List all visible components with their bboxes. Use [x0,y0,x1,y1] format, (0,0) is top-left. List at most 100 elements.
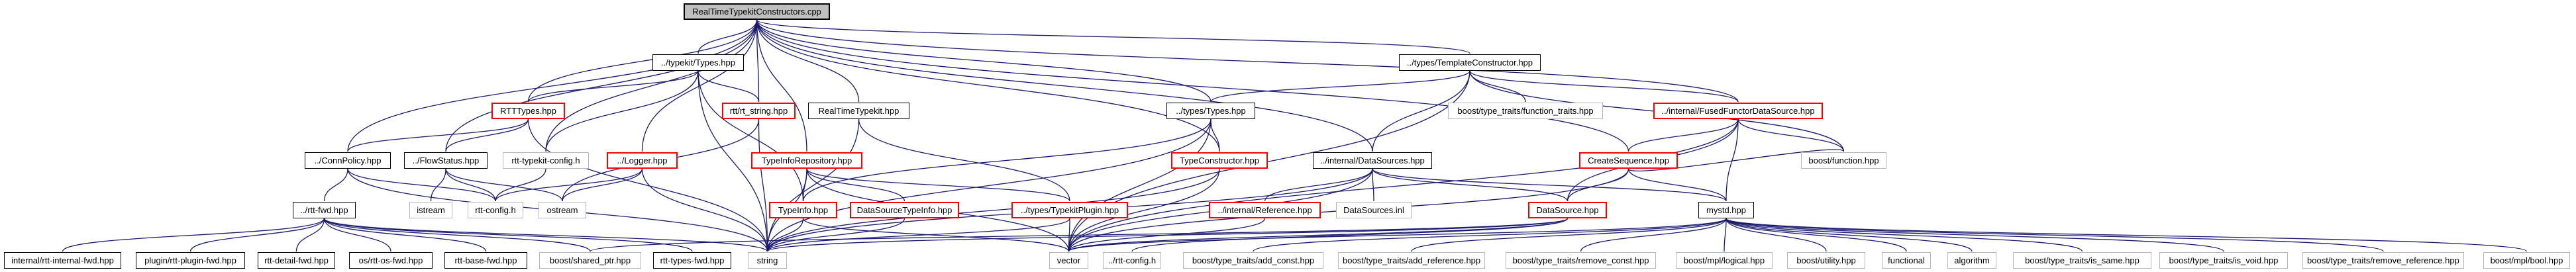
graph-node-dataSources[interactable]: ../internal/DataSources.hpp [1313,152,1432,169]
graph-node-internalFwd[interactable]: internal/rtt-internal-fwd.hpp [4,252,121,269]
include-edge-dataSource-string [766,218,1569,252]
graph-node-dataSource[interactable]: DataSource.hpp [1528,202,1607,218]
include-edge-typeConstructor-string [766,168,1220,252]
include-edge-typekitTypes-typeInfo [697,70,804,202]
include-edge-mystd-algorithm [1726,218,1973,252]
graph-node-reference[interactable]: ../internal/Reference.hpp [1209,202,1321,218]
graph-node-logger[interactable]: ../Logger.hpp [607,152,678,169]
include-edge-flowStatus-rttConfig [445,168,496,202]
include-edge-rttTypes-connPolicy [347,118,529,152]
graph-node-baseFwd[interactable]: rtt-base-fwd.hpp [444,252,527,269]
graph-node-typekitTypes[interactable]: ../typekit/Types.hpp [652,54,744,71]
include-edge-typesTypes-typeConstructor [1210,118,1220,152]
include-edge-root-createSequence [756,19,1629,152]
graph-node-ostream: ostream [539,202,586,218]
include-edge-realTimeTypekit-typekitPlugin [858,118,1070,202]
graph-node-rttConfigDots: ../rtt-config.h [1103,252,1161,269]
include-edge-mystd-removeReference [1726,218,2384,252]
graph-node-templateConstructor[interactable]: ../types/TemplateConstructor.hpp [1399,54,1541,71]
graph-node-typekitPlugin[interactable]: ../types/TypekitPlugin.hpp [1011,202,1128,218]
graph-node-isVoid: boost/type_traits/is_void.hpp [2159,252,2288,269]
graph-node-connPolicy[interactable]: ../ConnPolicy.hpp [305,152,391,169]
include-edge-templateConstructor-fusedFunctor [1469,70,1739,103]
graph-node-typesTypes[interactable]: ../types/Types.hpp [1166,103,1255,119]
graph-node-osFwd[interactable]: os/rtt-os-fwd.hpp [349,252,433,269]
graph-node-fusedFunctor[interactable]: ../internal/FusedFunctorDataSource.hpp [1653,103,1823,119]
include-edge-fusedFunctor-boostFunction [1737,118,1845,152]
include-edge-root-typekitTypes [697,19,758,54]
include-edge-rttFwd-detailFwd [295,218,325,252]
include-edge-rttTypes-flowStatus [445,118,529,152]
graph-node-mplLogical: boost/mpl/logical.hpp [1676,252,1773,269]
graph-node-istream: istream [409,202,452,218]
include-edge-mystd-vector [1068,218,1727,252]
graph-node-sharedPtr: boost/shared_ptr.hpp [539,252,641,269]
graph-node-flowStatus[interactable]: ../FlowStatus.hpp [404,152,488,169]
include-edge-root-rttTypes [527,19,758,103]
graph-node-vector: vector [1049,252,1088,269]
include-edge-logger-string [641,168,768,252]
include-edge-typeInfo-string [766,218,804,252]
include-edge-connPolicy-rttFwd [323,168,348,202]
graph-node-detailFwd[interactable]: rtt-detail-fwd.hpp [258,252,335,269]
include-edge-dataSourceTypeInfo-string [766,218,905,252]
include-edge-root-typeInfoRepository [756,19,807,152]
include-edge-rttFwd-pluginFwd [189,218,325,252]
include-edge-root-dataSources [756,19,1373,152]
include-edge-typeConstructor-vector [1068,168,1220,252]
graph-node-dataSourcesInl: DataSources.inl [1336,202,1412,218]
include-edge-root-flowStatus [445,19,758,152]
graph-node-mystd[interactable]: mystd.hpp [1698,202,1754,218]
graph-node-realTimeTypekit[interactable]: RealTimeTypekit.hpp [808,103,909,119]
include-edge-logger-rttConfig [495,168,643,202]
include-edge-rttFwd-osFwd [323,218,391,252]
include-edge-logger-ostream [562,168,643,202]
graph-node-typeConstructor[interactable]: TypeConstructor.hpp [1171,152,1268,169]
include-edge-fusedFunctor-vector [1068,118,1739,252]
include-edge-root-logger [641,19,758,152]
include-edge-fusedFunctor-mystd [1726,118,1739,202]
include-edge-mystd-addConst [1253,218,1727,252]
include-edge-templateConstructor-typesTypes [1210,70,1470,103]
graph-node-rttTypekitConfig: rtt-typekit-config.h [503,152,589,169]
graph-node-rttConfig: rtt-config.h [468,202,523,218]
graph-node-pluginFwd[interactable]: plugin/rtt-plugin-fwd.hpp [136,252,245,269]
graph-node-string: string [748,252,787,269]
graph-node-rttTypes[interactable]: RTTTypes.hpp [491,103,565,119]
graph-node-functional: functional [1882,252,1931,269]
include-edge-connPolicy-rttConfig [347,168,496,202]
include-edge-dataSources-dataSourcesInl [1372,168,1374,202]
include-edge-mystd-addReference [1411,218,1727,252]
include-edge-typekitTypes-rttTypes [527,70,699,103]
include-edge-mystd-isSame [1726,218,2083,252]
include-edge-root-fusedFunctor [756,19,1739,103]
include-edge-dataSources-mystd [1372,168,1727,202]
include-edge-fusedFunctor-createSequence [1627,118,1739,152]
include-edge-rttFwd-baseFwd [323,218,487,252]
graph-node-rttFwd[interactable]: ../rtt-fwd.hpp [293,202,356,218]
graph-node-boostFunction: boost/function.hpp [1801,152,1886,169]
graph-node-dataSourceTypeInfo[interactable]: DataSourceTypeInfo.hpp [850,202,959,218]
graph-node-root[interactable]: RealTimeTypekitConstructors.cpp [684,3,830,20]
include-edge-mystd-removeConst [1580,218,1727,252]
include-edges [62,19,2528,252]
include-edge-root-templateConstructor [756,19,1470,54]
graph-node-createSequence[interactable]: CreateSequence.hpp [1579,152,1678,169]
graph-node-typeInfoRepository[interactable]: TypeInfoRepository.hpp [751,152,862,169]
include-edge-root-typeConstructor [756,19,1220,152]
include-edge-typeInfo-vector [802,218,1070,252]
graph-node-typesFwd[interactable]: rtt-types-fwd.hpp [653,252,731,269]
include-edge-typesTypes-typeInfo [802,118,1211,202]
include-edge-typeInfoRepository-dataSourceTypeInfo [806,168,905,202]
include-edge-rttTypekitConfig-rttConfig [495,168,546,202]
graph-node-addReference: boost/type_traits/add_reference.hpp [1338,252,1486,269]
include-edge-mystd-mplBool [1726,218,2528,252]
include-edge-rttTypes-string [527,118,768,252]
include-edge-createSequence-boostFunction [1627,149,1845,171]
include-edge-typekitTypes-rttTypekitConfig [545,70,699,152]
graph-node-typeInfo[interactable]: TypeInfo.hpp [769,202,837,218]
graph-node-rtString[interactable]: rtt/rt_string.hpp [722,103,796,119]
include-edge-rttFwd-string [323,218,768,252]
include-edge-root-rttTypekitConfig [545,19,758,152]
